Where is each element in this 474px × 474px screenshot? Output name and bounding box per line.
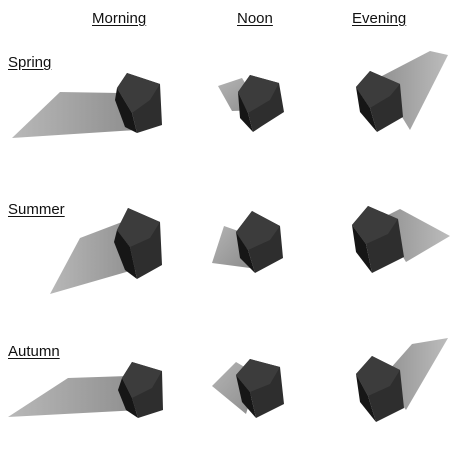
cube-top-face bbox=[117, 208, 160, 247]
cube-left-face bbox=[238, 92, 253, 132]
cube-left-face bbox=[114, 230, 137, 279]
column-label-evening: Evening bbox=[352, 10, 407, 27]
cube-top-face bbox=[356, 71, 400, 108]
cube-top-face bbox=[122, 362, 162, 398]
cube-top-face bbox=[356, 356, 400, 396]
cube-top-face bbox=[236, 211, 280, 250]
autumn-evening-model bbox=[356, 338, 448, 422]
cube-top-face bbox=[117, 73, 160, 113]
cube-top-face bbox=[236, 359, 280, 392]
row-label-summer: Summer bbox=[8, 201, 65, 218]
cube-left-face bbox=[356, 374, 376, 422]
cube-left-face bbox=[118, 378, 138, 418]
cube-top-face bbox=[238, 75, 279, 113]
row-label-autumn: Autumn bbox=[8, 343, 60, 360]
row-label-spring: Spring bbox=[8, 54, 52, 71]
summer-evening-model bbox=[352, 206, 450, 273]
spring-morning-model bbox=[12, 73, 162, 138]
cube-left-face bbox=[352, 225, 372, 273]
spring-noon-model bbox=[218, 75, 284, 132]
autumn-noon-model bbox=[212, 359, 284, 418]
summer-morning-model bbox=[50, 208, 162, 294]
shadow bbox=[8, 376, 140, 417]
column-label-morning: Morning bbox=[92, 10, 147, 27]
shadow bbox=[378, 51, 448, 130]
column-label-noon: Noon bbox=[237, 10, 273, 27]
shadow bbox=[12, 92, 136, 138]
cube-left-face bbox=[356, 87, 377, 132]
autumn-morning-model bbox=[8, 362, 163, 418]
cube-left-face bbox=[236, 232, 255, 273]
spring-evening-model bbox=[356, 51, 448, 132]
cube-left-face bbox=[236, 375, 256, 418]
cube-top-face bbox=[352, 206, 398, 244]
summer-noon-model bbox=[212, 211, 283, 273]
cube-left-face bbox=[115, 88, 137, 133]
